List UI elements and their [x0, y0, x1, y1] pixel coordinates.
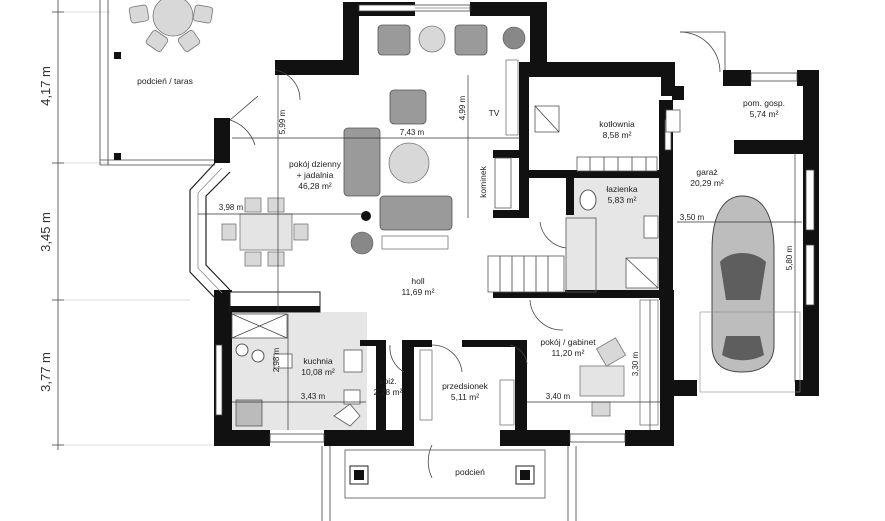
pantry-area: 2,28 m² [374, 387, 403, 397]
boiler-room-label: kotłownia [599, 119, 635, 129]
porch [321, 446, 577, 521]
pantry-label: spiż. [379, 376, 396, 386]
dim-living-width: 7,43 m [400, 128, 425, 137]
hall-area: 11,69 m² [402, 287, 435, 297]
dim-office-depth: 3,30 m [631, 351, 640, 376]
living-room-label: pokój dzienny [289, 159, 342, 169]
car-icon [699, 195, 801, 393]
fireplace-label: kominek [478, 165, 488, 197]
porch-label: podcień [455, 467, 485, 477]
living-room-area: 46,28 m² [298, 181, 332, 191]
living-furniture [221, 24, 526, 267]
hall-label: holl [411, 276, 424, 286]
kitchen-label: kuchnia [303, 356, 333, 366]
garage-label: garaż [696, 167, 717, 177]
utility-room-label: pom. gosp. [743, 98, 785, 108]
walls [214, 2, 819, 446]
dim-garage-depth: 5,80 m [785, 245, 794, 270]
dim-living-depth-left: 5,99 m [278, 109, 287, 134]
dim-kitchen-width: 3,43 m [301, 392, 326, 401]
bay-window [189, 162, 231, 299]
doors [229, 31, 726, 479]
dim-living-depth-right: 4,99 m [458, 95, 467, 120]
ext-dim-2: 3,45 m [38, 212, 53, 252]
kitchen-furniture [231, 313, 363, 427]
external-dimension-line [52, 0, 218, 450]
office-furniture [419, 299, 659, 426]
vestibule-label: przedsionek [442, 381, 489, 391]
vestibule-area: 5,11 m² [451, 392, 479, 402]
bathroom-label: łazienka [606, 184, 637, 194]
ext-dim-1: 4,17 m [38, 66, 53, 106]
dim-garage-width: 3,50 m [680, 213, 705, 222]
dimension-lines [198, 75, 802, 430]
garage-area: 20,29 m² [690, 178, 724, 188]
terrace-label: podcień / taras [137, 76, 193, 86]
dining-room-label: + jadalnia [297, 170, 334, 180]
ext-dim-3: 3,77 m [38, 352, 53, 392]
tv-label: TV [489, 108, 500, 118]
office-area: 11,20 m² [552, 348, 585, 358]
kitchen-area: 10,08 m² [301, 367, 335, 377]
dim-kitchen-depth: 2,98 m [272, 347, 281, 372]
boiler-furniture [534, 105, 681, 289]
windows [215, 4, 815, 443]
boiler-room-area: 8,58 m² [603, 130, 632, 140]
staircase [487, 217, 597, 293]
utility-room-area: 5,74 m² [750, 109, 779, 119]
terrace [99, 0, 215, 166]
dim-dining-width: 3,98 m [219, 203, 244, 212]
dim-office-width: 3,40 m [546, 392, 571, 401]
office-label: pokój / gabinet [540, 337, 596, 347]
bathroom-area: 5,83 m² [608, 195, 637, 205]
